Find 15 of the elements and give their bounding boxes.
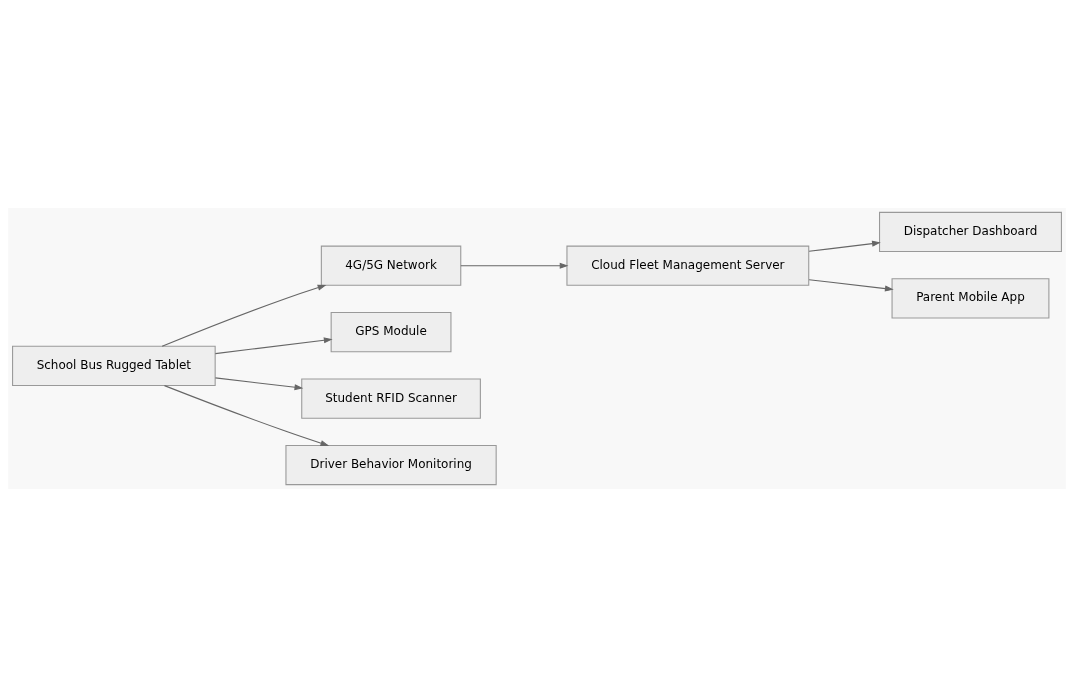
node-box: Parent Mobile App	[891, 277, 1050, 319]
node-box: Dispatcher Dashboard	[879, 211, 1062, 252]
node-box: Driver Behavior Monitoring	[285, 444, 497, 485]
node-box: Cloud Fleet Management Server	[566, 245, 810, 286]
node-box: 4G/5G Network	[320, 245, 462, 286]
node-box: Student RFID Scanner	[301, 377, 481, 419]
arrow	[460, 262, 569, 269]
arrow	[214, 336, 333, 354]
arrow	[808, 278, 894, 292]
arrow	[808, 240, 881, 252]
arrow	[161, 284, 327, 347]
arrow	[214, 376, 304, 390]
node-box: School Bus Rugged Tablet	[12, 345, 216, 386]
arrow	[163, 384, 330, 446]
node-box: GPS Module	[330, 311, 452, 352]
